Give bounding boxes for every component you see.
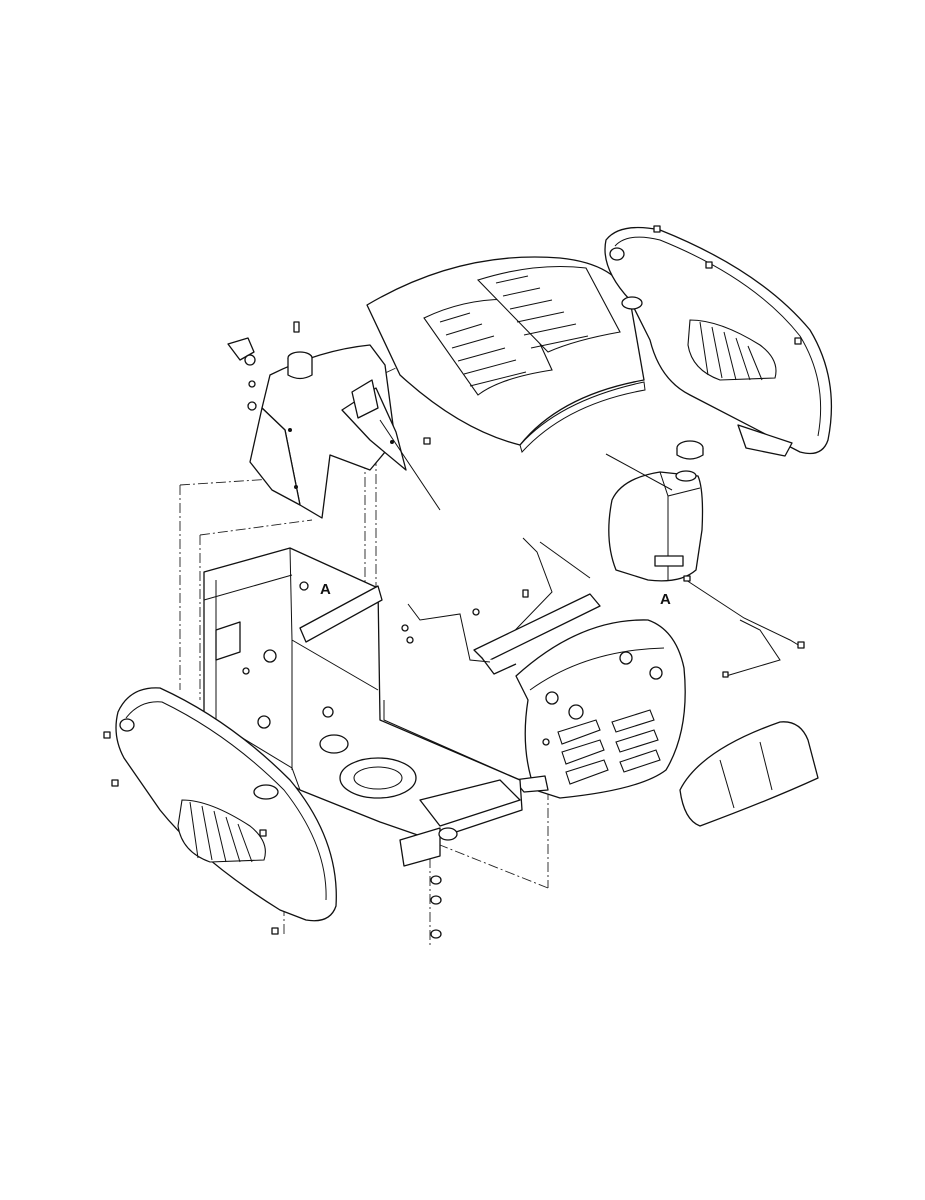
reference-mark-a-frame: A — [320, 581, 331, 598]
left-side-panel-part-23 — [115, 687, 337, 922]
hood-bracket-assembly — [401, 537, 601, 675]
hood-top-part-25 — [366, 256, 646, 453]
right-side-panel-part-22 — [604, 226, 833, 457]
hood-vents — [439, 275, 589, 387]
headlight-lens-part-16 — [679, 721, 819, 827]
lower-hardware — [103, 731, 442, 939]
wire-harness-part-1 — [683, 575, 805, 678]
front-grille-part-24 — [513, 619, 686, 799]
reference-mark-a-tank: A — [660, 591, 671, 608]
main-frame-chassis — [203, 547, 523, 867]
fuel-tank-part-19 — [605, 440, 704, 582]
dash-hardware — [227, 225, 802, 445]
reference-marks: A A — [320, 581, 671, 608]
dash-console-assembly — [249, 344, 441, 519]
